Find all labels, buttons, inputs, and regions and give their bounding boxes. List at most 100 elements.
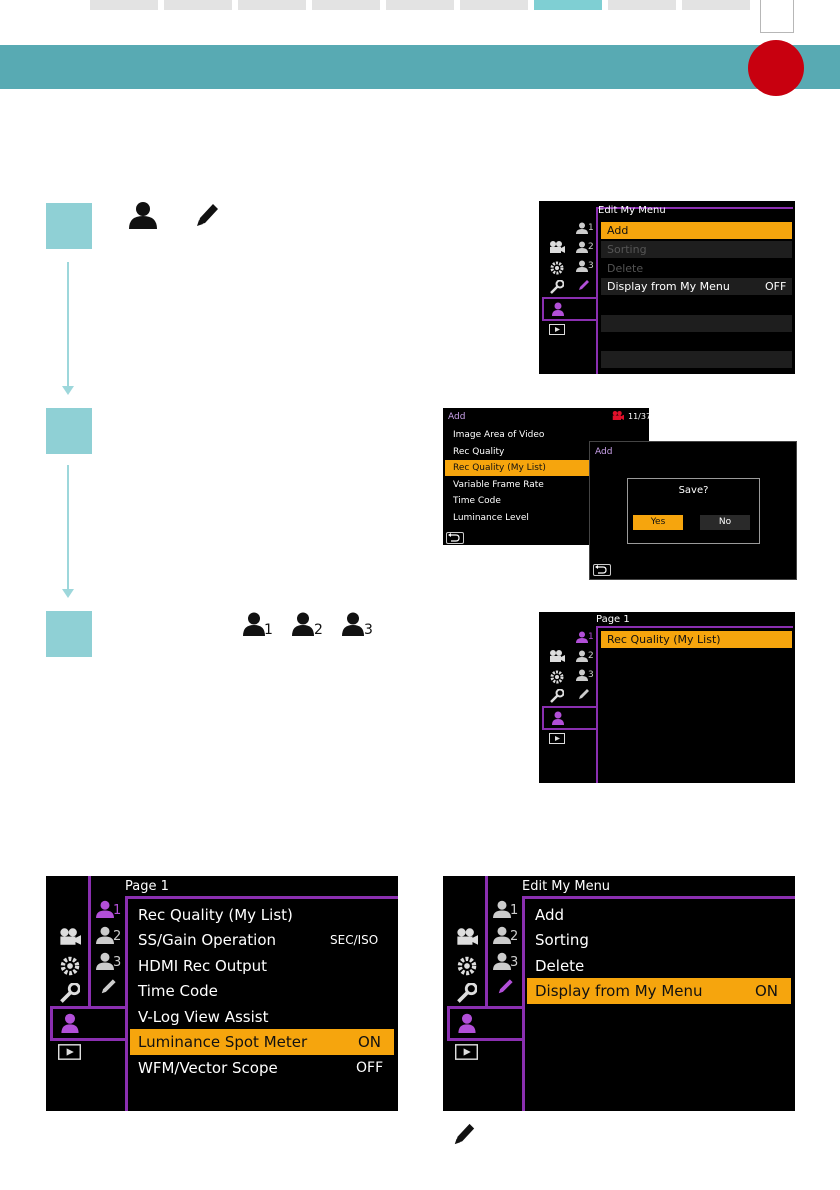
camera-screen-edit-my-menu-large: Edit My Menu 1 2 3 Add Sorting Delete Di… (443, 876, 795, 1111)
sub-tab-number: 1 (588, 223, 594, 233)
my-menu-tab-1[interactable] (96, 900, 114, 918)
chapter-tab[interactable] (682, 0, 750, 10)
screen-header: Edit My Menu (598, 205, 666, 216)
menu-row-display-highlighted[interactable]: Display from My Menu ON (527, 978, 791, 1004)
back-arrow-icon[interactable] (593, 564, 611, 576)
camera-screen-save-dialog: Add Save? Yes No (589, 441, 797, 580)
chapter-tab[interactable] (608, 0, 676, 10)
subscript-number: 1 (264, 622, 273, 638)
person-icon (457, 1013, 477, 1033)
my-menu-tab-1[interactable] (576, 631, 588, 643)
screen-header: Page 1 (125, 879, 169, 894)
step-connector (67, 465, 69, 589)
menu-row[interactable]: V-Log View Assist (138, 1008, 269, 1026)
menu-row[interactable]: Time Code (138, 982, 218, 1000)
list-item[interactable]: Time Code (453, 496, 501, 506)
chapter-tab[interactable] (164, 0, 232, 10)
menu-row-sorting[interactable]: Sorting (601, 241, 792, 258)
my-menu-tab-3[interactable] (576, 260, 588, 272)
sub-tab-number: 3 (510, 955, 519, 970)
my-menu-tab-2[interactable] (576, 241, 588, 253)
menu-row[interactable]: Rec Quality (My List) (138, 906, 293, 924)
dialog-question: Save? (678, 485, 709, 496)
sub-tab-number: 3 (588, 261, 594, 271)
sub-tab-number: 1 (113, 903, 122, 918)
arrow-down-icon (62, 386, 74, 395)
list-item[interactable]: Rec Quality (453, 447, 505, 457)
menu-row-sorting[interactable]: Sorting (535, 931, 589, 949)
my-menu-tab-3[interactable] (576, 669, 588, 681)
wrench-icon (550, 689, 564, 703)
movie-camera-icon (456, 928, 478, 945)
person-icon (243, 612, 265, 636)
chapter-tab-active[interactable] (534, 0, 602, 10)
menu-row[interactable]: SS/Gain Operation SEC/ISO (138, 931, 379, 949)
movie-camera-icon (59, 928, 81, 945)
movie-camera-icon (549, 241, 565, 253)
chapter-tab[interactable] (460, 0, 528, 10)
my-menu-tab-3[interactable] (493, 952, 511, 970)
pencil-icon[interactable] (577, 279, 590, 292)
screen-header: Page 1 (596, 614, 630, 625)
person-icon (128, 201, 158, 229)
section-banner (0, 45, 840, 89)
wrench-icon (550, 280, 564, 294)
gear-icon (550, 261, 564, 275)
menu-row-delete[interactable]: Delete (601, 260, 792, 277)
sub-tab-number: 3 (113, 955, 122, 970)
gear-icon (550, 670, 564, 684)
camera-screen-page1-small: Page 1 1 2 3 Rec Quality (My List) (539, 612, 795, 783)
screen-header: Add (448, 412, 466, 422)
chapter-tab[interactable] (238, 0, 306, 10)
back-arrow-icon[interactable] (446, 532, 464, 544)
step-2-marker (46, 408, 92, 454)
list-item-highlighted[interactable]: Rec Quality (My List) (445, 460, 591, 476)
sub-tab-number: 1 (510, 903, 519, 918)
sub-tab-number: 2 (113, 929, 122, 944)
wrench-icon (60, 983, 80, 1003)
list-item[interactable]: Image Area of Video (453, 430, 545, 440)
menu-row-empty (601, 315, 792, 332)
movie-camera-icon (612, 411, 624, 420)
my-menu-tab-3[interactable] (96, 952, 114, 970)
chapter-tab[interactable] (386, 0, 454, 10)
my-menu-tab-1[interactable] (576, 222, 588, 234)
sub-tab-number: 2 (510, 929, 519, 944)
playback-icon (549, 733, 565, 744)
camera-screen-page1-large: Page 1 1 2 3 Rec Quality (My List) SS/Ga… (46, 876, 398, 1111)
screen-header: Add (595, 447, 613, 457)
chapter-tab[interactable] (90, 0, 158, 10)
sub-tab-number: 3 (588, 670, 594, 680)
my-menu-tab-2[interactable] (493, 926, 511, 944)
no-button[interactable]: No (700, 515, 750, 530)
pencil-icon[interactable] (577, 688, 590, 701)
list-item[interactable]: Luminance Level (453, 513, 529, 523)
pencil-icon[interactable] (99, 978, 117, 996)
playback-icon (455, 1044, 478, 1060)
subscript-number: 2 (314, 622, 323, 638)
menu-row-delete[interactable]: Delete (535, 957, 585, 975)
my-menu-tab-1[interactable] (493, 900, 511, 918)
playback-icon (549, 324, 565, 335)
menu-row-add[interactable]: Add (535, 906, 565, 924)
yes-button[interactable]: Yes (633, 515, 683, 530)
list-item[interactable]: Variable Frame Rate (453, 480, 544, 490)
menu-row-highlighted[interactable]: Rec Quality (My List) (601, 631, 792, 648)
menu-row[interactable]: HDMI Rec Output (138, 957, 268, 975)
record-dot-icon (748, 40, 804, 96)
pencil-icon[interactable] (496, 978, 514, 996)
menu-row-add[interactable]: Add (601, 222, 792, 239)
menu-row-empty (601, 351, 792, 368)
item-counter: 11/37 (628, 412, 649, 421)
sub-tab-number: 2 (588, 242, 594, 252)
menu-row[interactable]: WFM/Vector Scope OFF (138, 1059, 384, 1077)
sub-tab-number: 2 (588, 651, 594, 661)
my-menu-tab-2[interactable] (576, 650, 588, 662)
my-menu-tab-2[interactable] (96, 926, 114, 944)
chapter-tab[interactable] (312, 0, 380, 10)
page-number-box (760, 0, 794, 33)
menu-row-highlighted[interactable]: Luminance Spot Meter ON (130, 1029, 394, 1055)
sub-tab-number: 1 (588, 632, 594, 642)
menu-row-display[interactable]: Display from My Menu OFF (601, 278, 792, 295)
step-3-marker (46, 611, 92, 657)
